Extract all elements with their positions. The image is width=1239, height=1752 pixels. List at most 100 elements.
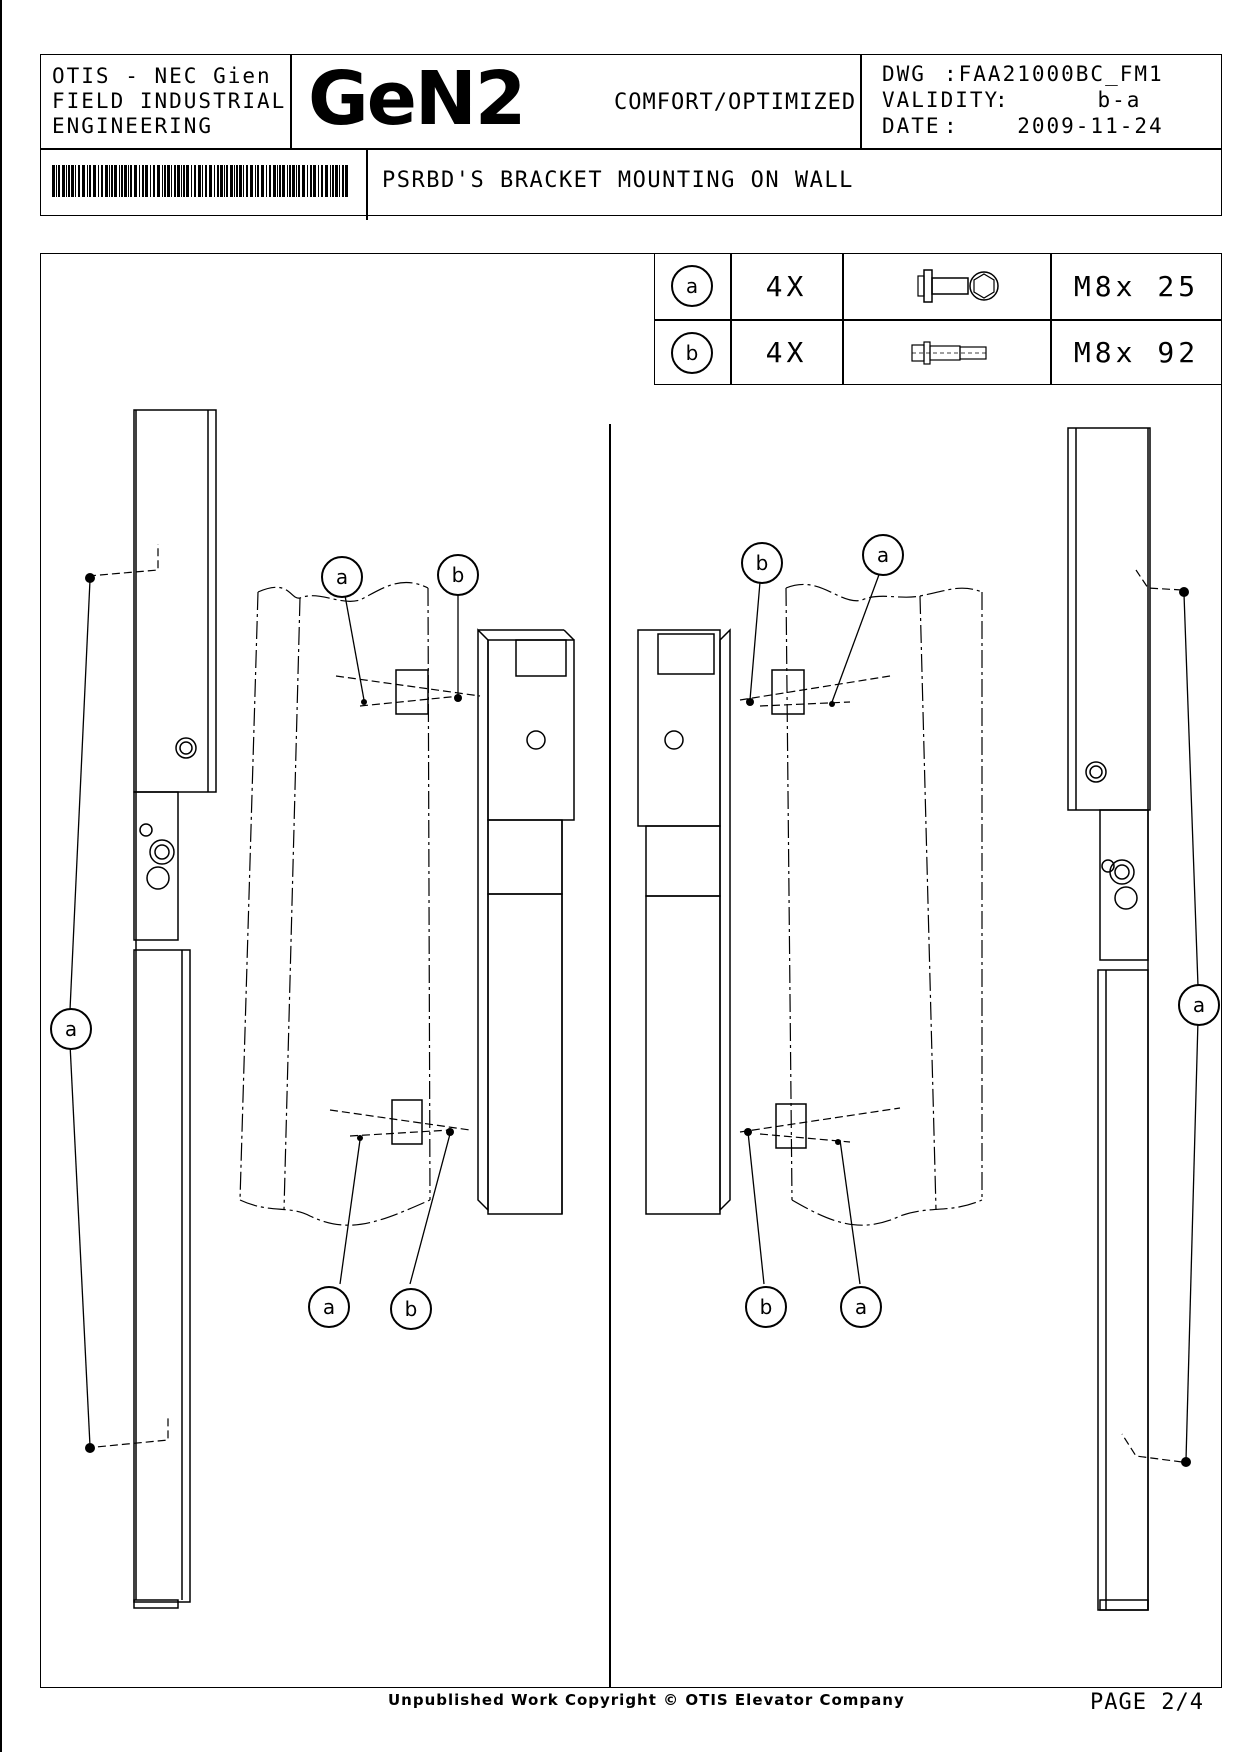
anchor-icon — [910, 340, 987, 365]
ref-callout-b: b — [671, 331, 713, 374]
date-value: : 2009-11-24 — [944, 114, 1164, 138]
callout-b-top-right: b — [741, 542, 783, 584]
barcode-bar — [145, 165, 148, 197]
barcode-bar — [171, 165, 172, 197]
callout-b-bottom-right: b — [745, 1286, 787, 1328]
barcode-bar — [186, 165, 189, 197]
barcode-bar — [87, 165, 88, 197]
barcode-bar — [279, 165, 281, 197]
barcode-bar — [330, 165, 331, 197]
bolt-icon — [916, 269, 999, 303]
product-name: COMFORT/OPTIMIZED — [614, 90, 857, 115]
barcode-bar — [261, 165, 264, 197]
right-long-panel — [1067, 427, 1151, 1611]
anchor-cell — [843, 320, 1050, 385]
title-block-divider — [40, 148, 1222, 150]
callout-b-top-left: b — [437, 554, 479, 596]
callout-a-bottom-left: a — [308, 1286, 350, 1328]
parts-table-hline — [654, 319, 1222, 321]
barcode-bar — [277, 165, 278, 197]
barcode-bar — [174, 165, 176, 197]
callout-a-top-right: a — [862, 534, 904, 576]
copyright-notice: Unpublished Work Copyright © OTIS Elevat… — [388, 1691, 905, 1709]
barcode-bar — [246, 165, 248, 197]
barcode-bar — [71, 165, 74, 197]
barcode-bar — [250, 165, 253, 197]
qty-cell: 4X — [765, 336, 808, 369]
barcode-bar — [98, 165, 99, 197]
bracket-top-left — [395, 669, 429, 715]
title-block-vline2 — [860, 54, 862, 148]
barcode-bar — [82, 165, 85, 197]
size-cell: M8x 25 — [1073, 269, 1200, 303]
barcode-bar — [321, 165, 323, 197]
barcode-bar — [139, 165, 140, 197]
barcode-bar — [78, 165, 80, 197]
barcode-bar — [345, 165, 348, 197]
table-row: b — [654, 320, 730, 385]
ref-callout-a: a — [671, 265, 713, 307]
barcode-bar — [230, 165, 233, 197]
barcode-bar — [335, 165, 338, 197]
company-line-3: ENGINEERING — [52, 114, 214, 138]
validity-label: VALIDITY — [882, 88, 1000, 112]
barcode-bar — [157, 165, 160, 197]
gen2-logo: GeN2 — [308, 56, 526, 142]
barcode-bar — [134, 165, 137, 197]
barcode-bar — [289, 165, 291, 197]
barcode-bar — [164, 165, 166, 197]
left-wall-outline — [239, 582, 431, 1226]
center-divider — [609, 424, 611, 1688]
barcode-bar — [167, 165, 170, 197]
barcode-bar — [257, 165, 259, 197]
barcode-bar — [239, 165, 242, 197]
title-block-vline3 — [366, 148, 368, 220]
barcode-bar — [269, 165, 271, 197]
barcode-bar — [296, 165, 297, 197]
barcode-bar — [325, 165, 328, 197]
barcode-bar — [266, 165, 267, 197]
barcode-bar — [128, 165, 129, 197]
bracket-bottom-left — [391, 1099, 423, 1145]
dwg-value: :FAA21000BC_FM1 — [944, 62, 1164, 86]
company-line-1: OTIS - NEC Gien — [52, 64, 272, 88]
right-cabinet — [637, 628, 731, 1215]
barcode-bar — [255, 165, 256, 197]
barcode-bar — [68, 165, 70, 197]
barcode-bar — [224, 165, 225, 197]
barcode-bar — [332, 165, 334, 197]
barcode-bar — [105, 165, 108, 197]
bolt-cell — [843, 253, 1050, 319]
barcode-bar — [273, 165, 276, 197]
barcode-bar — [130, 165, 132, 197]
barcode-bar — [142, 165, 144, 197]
barcode-bar — [150, 165, 151, 197]
barcode-bar — [302, 165, 305, 197]
parts-table-vline3 — [1050, 253, 1052, 385]
title-block-vline1 — [290, 54, 292, 148]
barcode-bar — [220, 165, 223, 197]
callout-b-bottom-left: b — [390, 1288, 432, 1330]
barcode-bar — [298, 165, 300, 197]
barcode-bar — [226, 165, 228, 197]
left-cabinet — [477, 628, 575, 1215]
barcode-bar — [66, 165, 67, 197]
barcode-bar — [109, 165, 110, 197]
barcode-bar — [58, 165, 60, 197]
qty-cell: 4X — [765, 269, 808, 303]
barcode-bar — [191, 165, 192, 197]
barcode-bar — [177, 165, 180, 197]
barcode-bar — [202, 165, 203, 197]
barcode-bar — [121, 165, 123, 197]
drawing-title: PSRBD'S BRACKET MOUNTING ON WALL — [382, 168, 854, 193]
size-cell: M8x 92 — [1073, 336, 1200, 369]
barcode-bar — [342, 165, 344, 197]
barcode-bar — [282, 165, 285, 197]
barcode-bar — [114, 165, 117, 197]
barcode-bar — [111, 165, 113, 197]
callout-a-right-far: a — [1178, 984, 1220, 1026]
barcode-bar — [313, 165, 316, 197]
title-block — [40, 54, 1222, 216]
barcode-bar — [307, 165, 308, 197]
